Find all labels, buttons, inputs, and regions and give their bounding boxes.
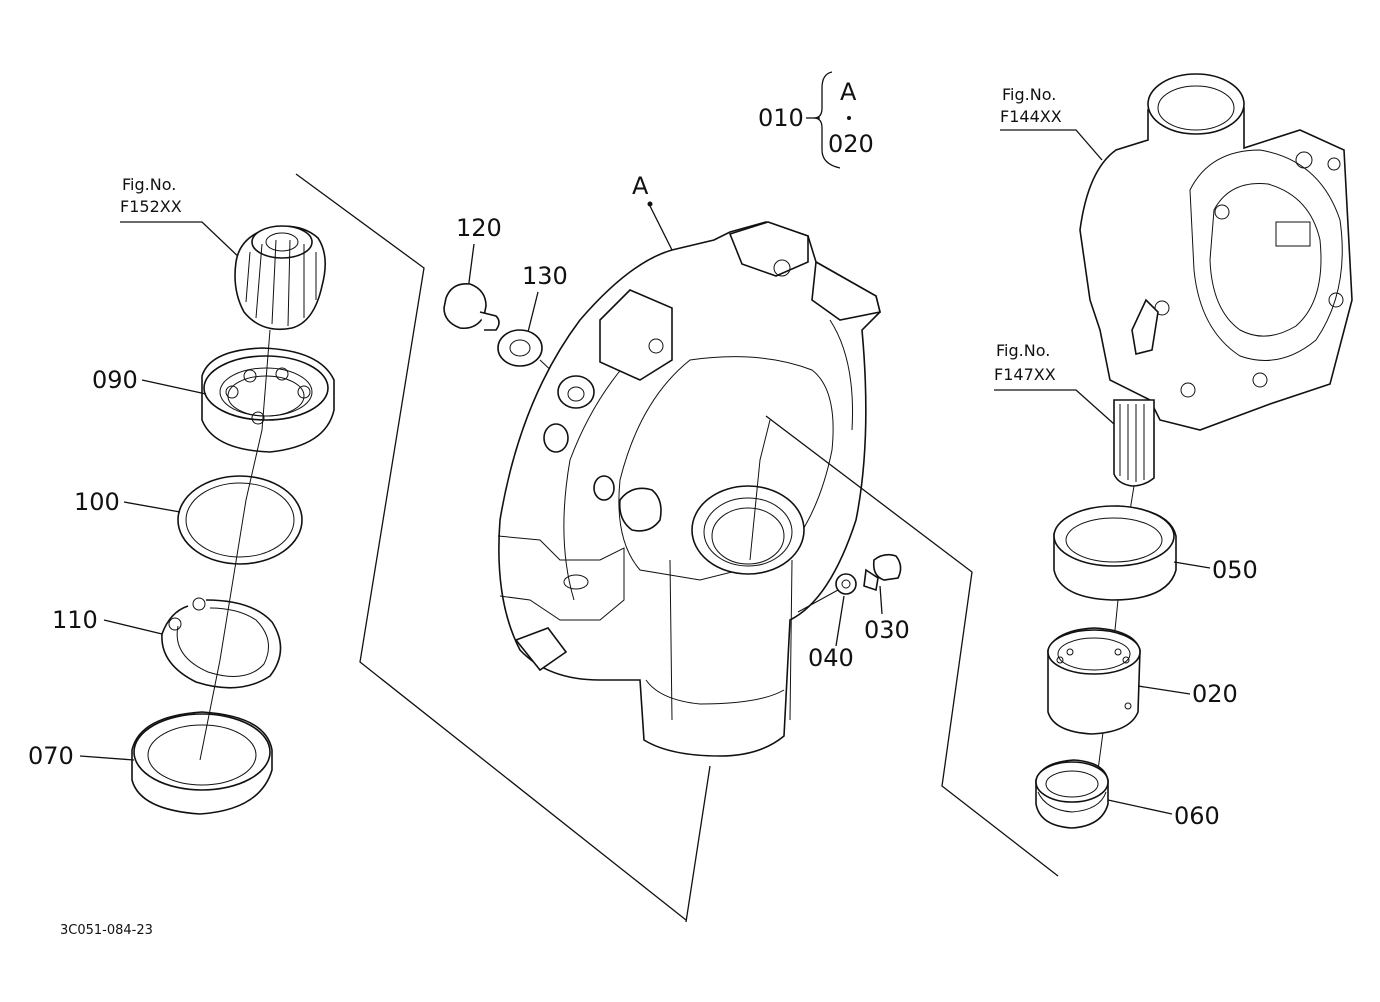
label-060: 060 xyxy=(1174,802,1220,830)
splined-shaft xyxy=(1113,298,1159,487)
main-housing: A xyxy=(497,172,881,757)
part-060-seal: 060 xyxy=(1035,759,1220,830)
label-030: 030 xyxy=(864,616,910,644)
label-020: 020 xyxy=(1192,680,1238,708)
part-030-bolt: 030 xyxy=(863,553,910,644)
label-120: 120 xyxy=(456,214,502,242)
fig-ref-f147-title: Fig.No. xyxy=(996,341,1050,360)
legend-group-010: 010 A 020 xyxy=(758,71,874,169)
part-120-plug: 120 xyxy=(443,214,502,331)
gear-case-housing xyxy=(1079,73,1353,431)
fig-ref-f152: Fig.No. F152XX xyxy=(120,175,245,263)
fig-ref-f152-title: Fig.No. xyxy=(122,175,176,194)
bevel-pinion-gear xyxy=(234,225,326,331)
part-110-snap-ring xyxy=(161,597,282,689)
label-090: 090 xyxy=(92,366,138,394)
label-070: 070 xyxy=(28,742,74,770)
label-040: 040 xyxy=(808,644,854,672)
label-110: 110 xyxy=(52,606,98,634)
part-020-bushing: 020 xyxy=(1047,627,1238,735)
label-100: 100 xyxy=(74,488,120,516)
drawing-code: 3C051-084-23 xyxy=(60,923,153,938)
fig-ref-f144-code: F144XX xyxy=(1000,107,1062,126)
part-100-shim xyxy=(177,475,303,565)
fig-ref-f147-code: F147XX xyxy=(994,365,1056,384)
fig-ref-f144-title: Fig.No. xyxy=(1002,85,1056,104)
part-090-ball-bearing xyxy=(201,347,335,453)
label-050: 050 xyxy=(1212,556,1258,584)
fig-ref-f152-code: F152XX xyxy=(120,197,182,216)
label-a-top: A xyxy=(840,78,857,106)
label-010: 010 xyxy=(758,104,804,132)
part-070-oil-seal xyxy=(131,711,273,815)
fig-ref-f147: Fig.No. F147XX xyxy=(994,341,1115,425)
fig-ref-f144: Fig.No. F144XX xyxy=(1000,85,1103,161)
label-130: 130 xyxy=(522,262,568,290)
label-020-top: 020 xyxy=(828,130,874,158)
part-130-washer: 130 xyxy=(497,262,568,367)
part-050-bearing-cup: 050 xyxy=(1053,505,1258,601)
part-040-washer: 040 xyxy=(808,573,857,672)
label-a-main: A xyxy=(632,172,649,200)
